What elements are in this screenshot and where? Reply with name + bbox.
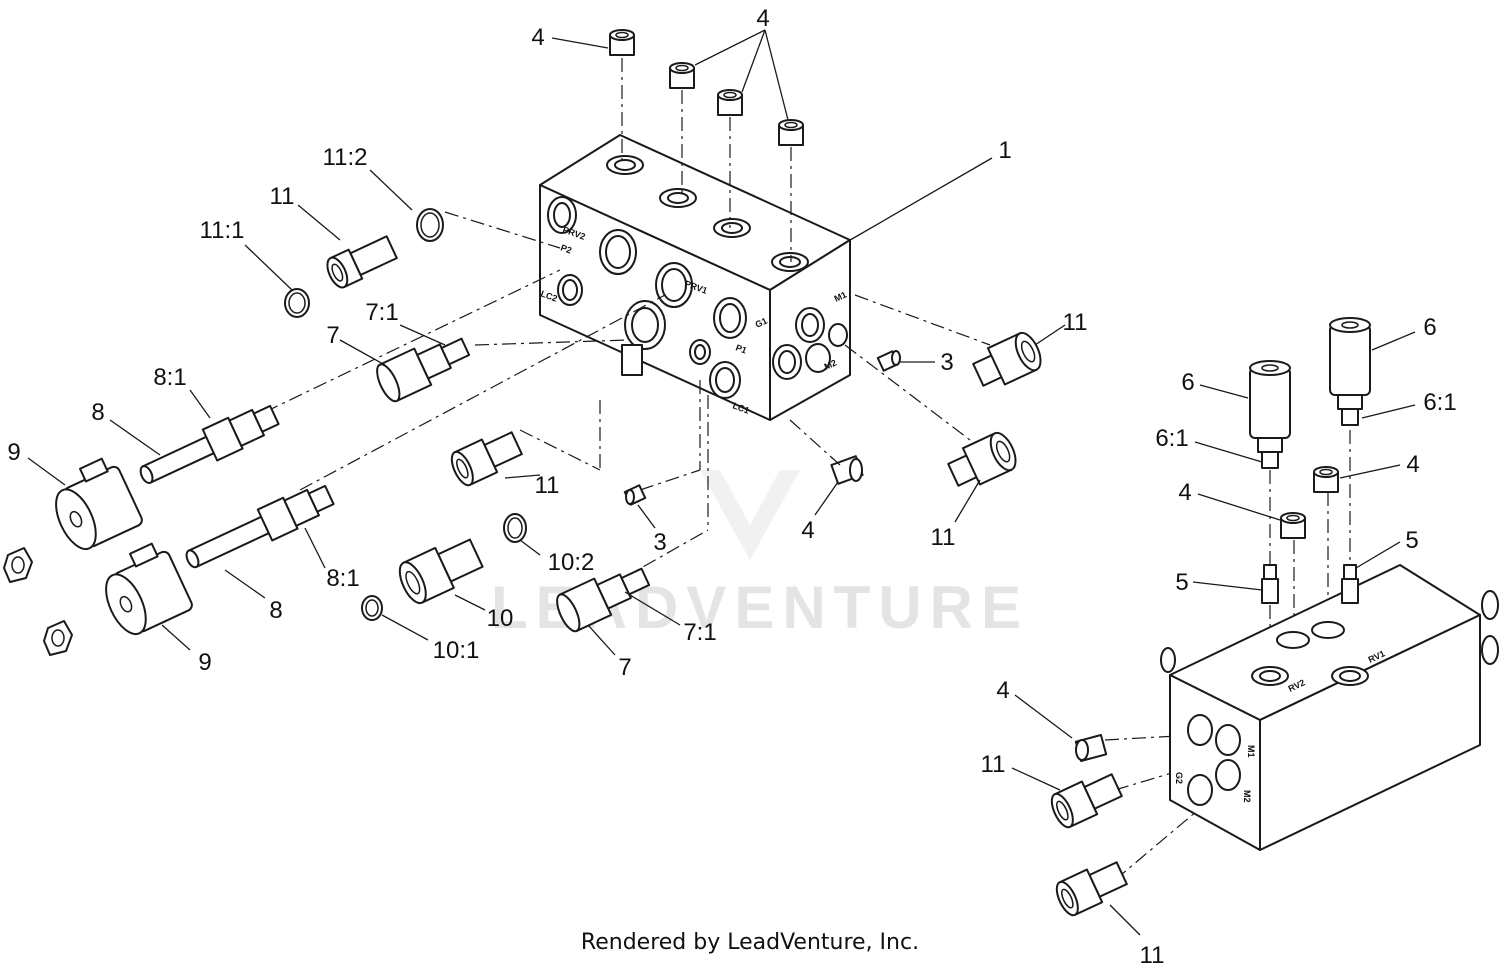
callout-label: 6 [1181,369,1194,396]
callout-label: 10 [487,605,514,632]
callout-label: 6:1 [1155,425,1188,452]
leader-lines [27,29,1416,936]
relief-valve-parts [1249,317,1371,604]
callout-label: 4 [801,517,814,544]
callout-label: 11 [931,524,956,551]
callout-label: 11 [1063,309,1088,336]
port-label-p1: P1 [734,342,748,355]
callout-label: 5 [1405,527,1418,554]
callout-label: 10:1 [433,637,480,664]
callout-label: 4 [756,5,769,32]
callout-numbers: 4 4 1 11:2 11 11:1 7:1 7 8:1 8 9 3 11 11… [7,5,1456,969]
port-label-m1-small: M1 [1246,745,1256,758]
callout-label: 7 [326,322,339,349]
relief-manifold-block: RV2 RV1 M1 G2 M2 [1160,564,1499,851]
watermark-logo [700,470,800,560]
callout-label: 6 [1423,314,1436,341]
callout-label: 9 [198,649,211,676]
callout-label: 4 [1406,451,1419,478]
fitting-parts [284,208,1128,917]
callout-label: 1 [998,137,1011,164]
callout-label: 11 [981,751,1006,778]
callout-label: 9 [7,439,20,466]
port-label-g2: G2 [1174,772,1184,784]
callout-label: 7:1 [365,299,398,326]
port-label-m1: M1 [833,289,849,303]
port-label-m2: M2 [823,357,839,371]
callout-label: 11 [1140,942,1165,969]
callout-label: 5 [1175,569,1188,596]
callout-label: 8 [269,597,282,624]
callout-label: 4 [531,24,544,51]
port-label-p2: P2 [559,242,573,255]
callout-label: 8:1 [153,364,186,391]
footer-credit: Rendered by LeadVenture, Inc. [580,930,920,955]
plug-parts [609,29,1339,763]
check-valve-parts [376,337,651,633]
callout-label: 10:2 [548,549,595,576]
callout-label: 11:1 [200,217,245,244]
callout-label: 8:1 [326,565,359,592]
callout-label: 3 [940,349,953,376]
main-manifold-block: PRV2 P2 LC2 PRV1 P1 LC1 G1 M1 M2 [539,134,851,421]
callout-label: 4 [996,677,1009,704]
callout-label: 7:1 [683,619,716,646]
solenoid-parts [3,404,335,656]
callout-label: 8 [91,399,104,426]
callout-label: 7 [618,654,631,681]
callout-label: 11:2 [323,144,368,171]
callout-label: 4 [1178,479,1191,506]
port-label-g1: G1 [754,316,769,330]
callout-label: 3 [653,529,666,556]
callout-label: 11 [270,183,295,210]
callout-label: 6:1 [1423,389,1456,416]
port-label-m2-small: M2 [1242,790,1252,803]
callout-label: 11 [535,472,560,499]
